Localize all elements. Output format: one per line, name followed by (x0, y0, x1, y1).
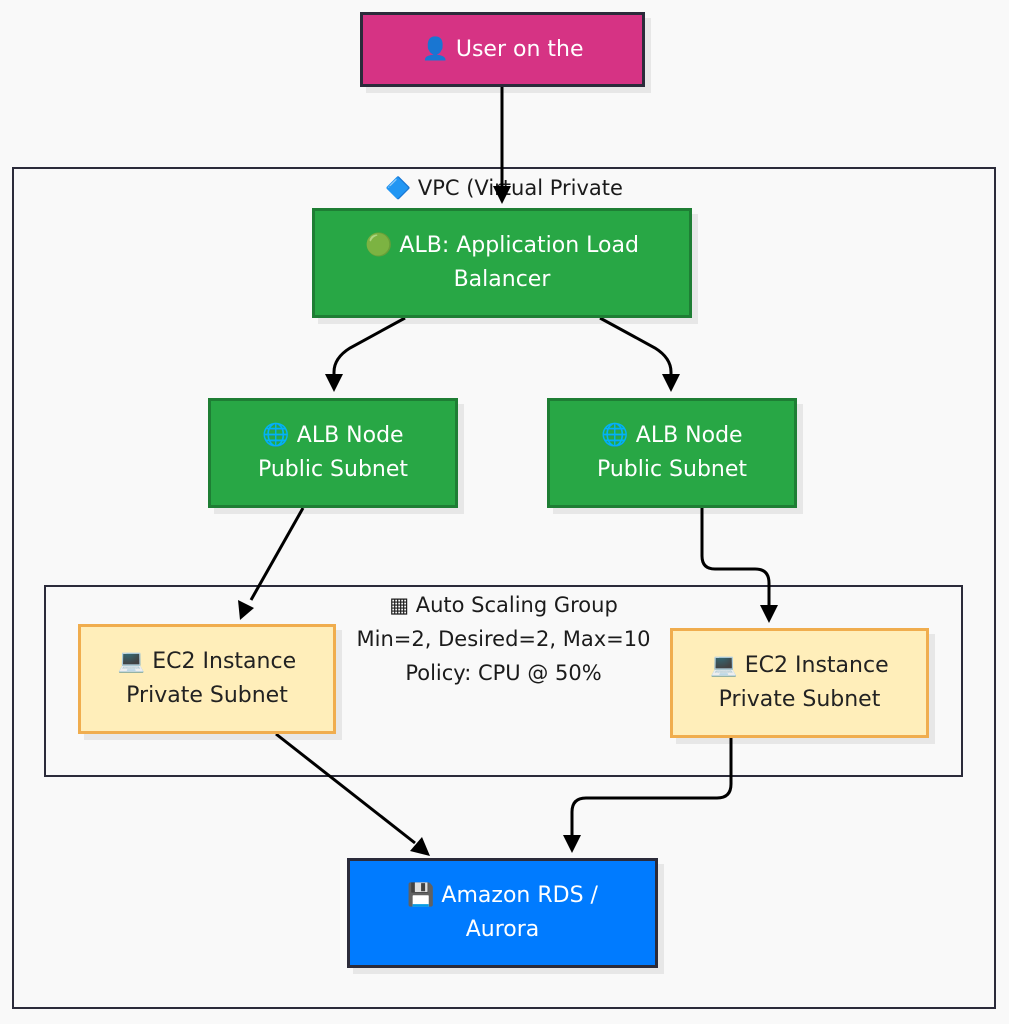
arrowhead-alb-node-left-to-ec2-left (238, 600, 254, 620)
edge-alb-node-right-to-ec2-right (700, 508, 771, 606)
edge-ec2-left-to-rds (275, 732, 416, 845)
user-node: 👤 User on the (360, 12, 645, 87)
edge-alb-node-left-to-ec2-left (249, 507, 305, 601)
arrowhead-ec2-right-to-rds (563, 835, 581, 853)
vpc-group: 🔷 VPC (Virtual Private (12, 167, 996, 1009)
alb-node-public-subnet-right-label: 🌐 ALB Node Public Subnet (596, 423, 748, 482)
ec2-instance-left-label: 💻 EC2 Instance Private Subnet (117, 649, 297, 708)
edge-ec2-right-to-rds (570, 738, 733, 836)
vpc-group-label: 🔷 VPC (Virtual Private (385, 176, 623, 200)
ec2-instance-left: 💻 EC2 Instance Private Subnet (78, 624, 336, 734)
edge-alb-to-alb-node-left (332, 316, 406, 376)
ec2-instance-right-label: 💻 EC2 Instance Private Subnet (710, 653, 889, 712)
amazon-rds-aurora-label: 💾 Amazon RDS / Aurora (407, 883, 598, 942)
arrowhead-user-to-alb (493, 186, 511, 204)
arrowhead-ec2-left-to-rds (410, 837, 430, 856)
alb-node-public-subnet-left-label: 🌐 ALB Node Public Subnet (257, 423, 409, 482)
user-node-label: 👤 User on the (421, 36, 584, 62)
arrowhead-alb-to-alb-node-right (662, 374, 680, 392)
edge-alb-to-alb-node-right (599, 316, 673, 376)
alb-node-public-subnet-left: 🌐 ALB Node Public Subnet (208, 398, 458, 508)
arrowhead-alb-node-right-to-ec2-right (760, 605, 778, 623)
alb-node-label: 🟢 ALB: Application Load Balancer (365, 233, 639, 292)
alb-node-public-subnet-right: 🌐 ALB Node Public Subnet (547, 398, 797, 508)
alb-node: 🟢 ALB: Application Load Balancer (312, 208, 692, 318)
auto-scaling-group-label: ▦ Auto Scaling Group Min=2, Desired=2, M… (356, 593, 651, 685)
arrowhead-alb-to-alb-node-left (325, 374, 343, 392)
ec2-instance-right: 💻 EC2 Instance Private Subnet (670, 628, 929, 738)
auto-scaling-group: ▦ Auto Scaling Group Min=2, Desired=2, M… (44, 585, 963, 777)
amazon-rds-aurora-node: 💾 Amazon RDS / Aurora (347, 858, 658, 968)
